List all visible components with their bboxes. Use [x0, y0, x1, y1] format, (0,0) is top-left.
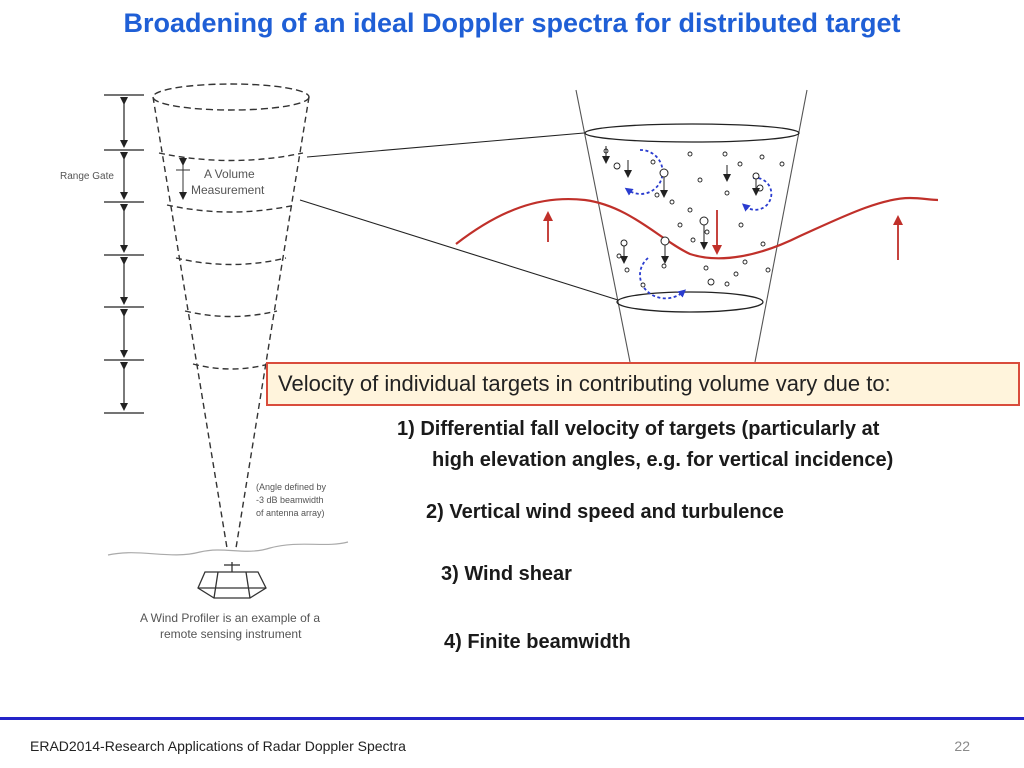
cause-item-2: 2) Vertical wind speed and turbulence — [426, 501, 784, 523]
caption-line2: remote sensing instrument — [160, 627, 302, 641]
angle-note-line1: (Angle defined by — [256, 482, 327, 492]
page-number: 22 — [954, 738, 970, 754]
wind-shear-curve — [455, 196, 939, 260]
range-gate-label: Range Gate — [60, 171, 114, 182]
volume-label-line2: Measurement — [191, 183, 265, 197]
cause-item-1-line2: high elevation angles, e.g. for vertical… — [432, 449, 894, 471]
zoomed-beam — [575, 89, 808, 363]
cause-item-4: 4) Finite beamwidth — [444, 631, 631, 653]
zoom-connector-top — [306, 132, 585, 158]
wind-profiler-antenna-icon — [197, 562, 267, 599]
hydrometeor-particles — [603, 148, 785, 288]
cause-item-3: 3) Wind shear — [441, 563, 572, 585]
angle-note-line2: -3 dB beamwidth — [256, 495, 324, 505]
falling-drops — [602, 146, 760, 264]
angle-note-line3: of antenna array) — [256, 508, 325, 518]
caption-line1: A Wind Profiler is an example of a — [140, 611, 320, 625]
cause-item-1-line1: 1) Differential fall velocity of targets… — [397, 418, 880, 440]
volume-top-ellipse — [584, 123, 800, 143]
ground-line — [107, 541, 349, 556]
broadening-causes-box: Velocity of individual targets in contri… — [266, 362, 1020, 406]
volume-label-line1: A Volume — [204, 167, 255, 181]
footer-text: ERAD2014-Research Applications of Radar … — [30, 738, 406, 754]
slide-title: Broadening of an ideal Doppler spectra f… — [123, 8, 901, 38]
zoom-connector-bottom — [299, 199, 619, 301]
radar-beam-cone — [152, 83, 310, 549]
volume-height-arrow — [176, 158, 190, 200]
footer-rule — [0, 717, 1024, 720]
turbulence-eddies — [624, 149, 773, 300]
range-gate-scale — [104, 94, 144, 414]
volume-bottom-ellipse — [616, 291, 764, 313]
cone-top-ellipse — [152, 83, 310, 111]
